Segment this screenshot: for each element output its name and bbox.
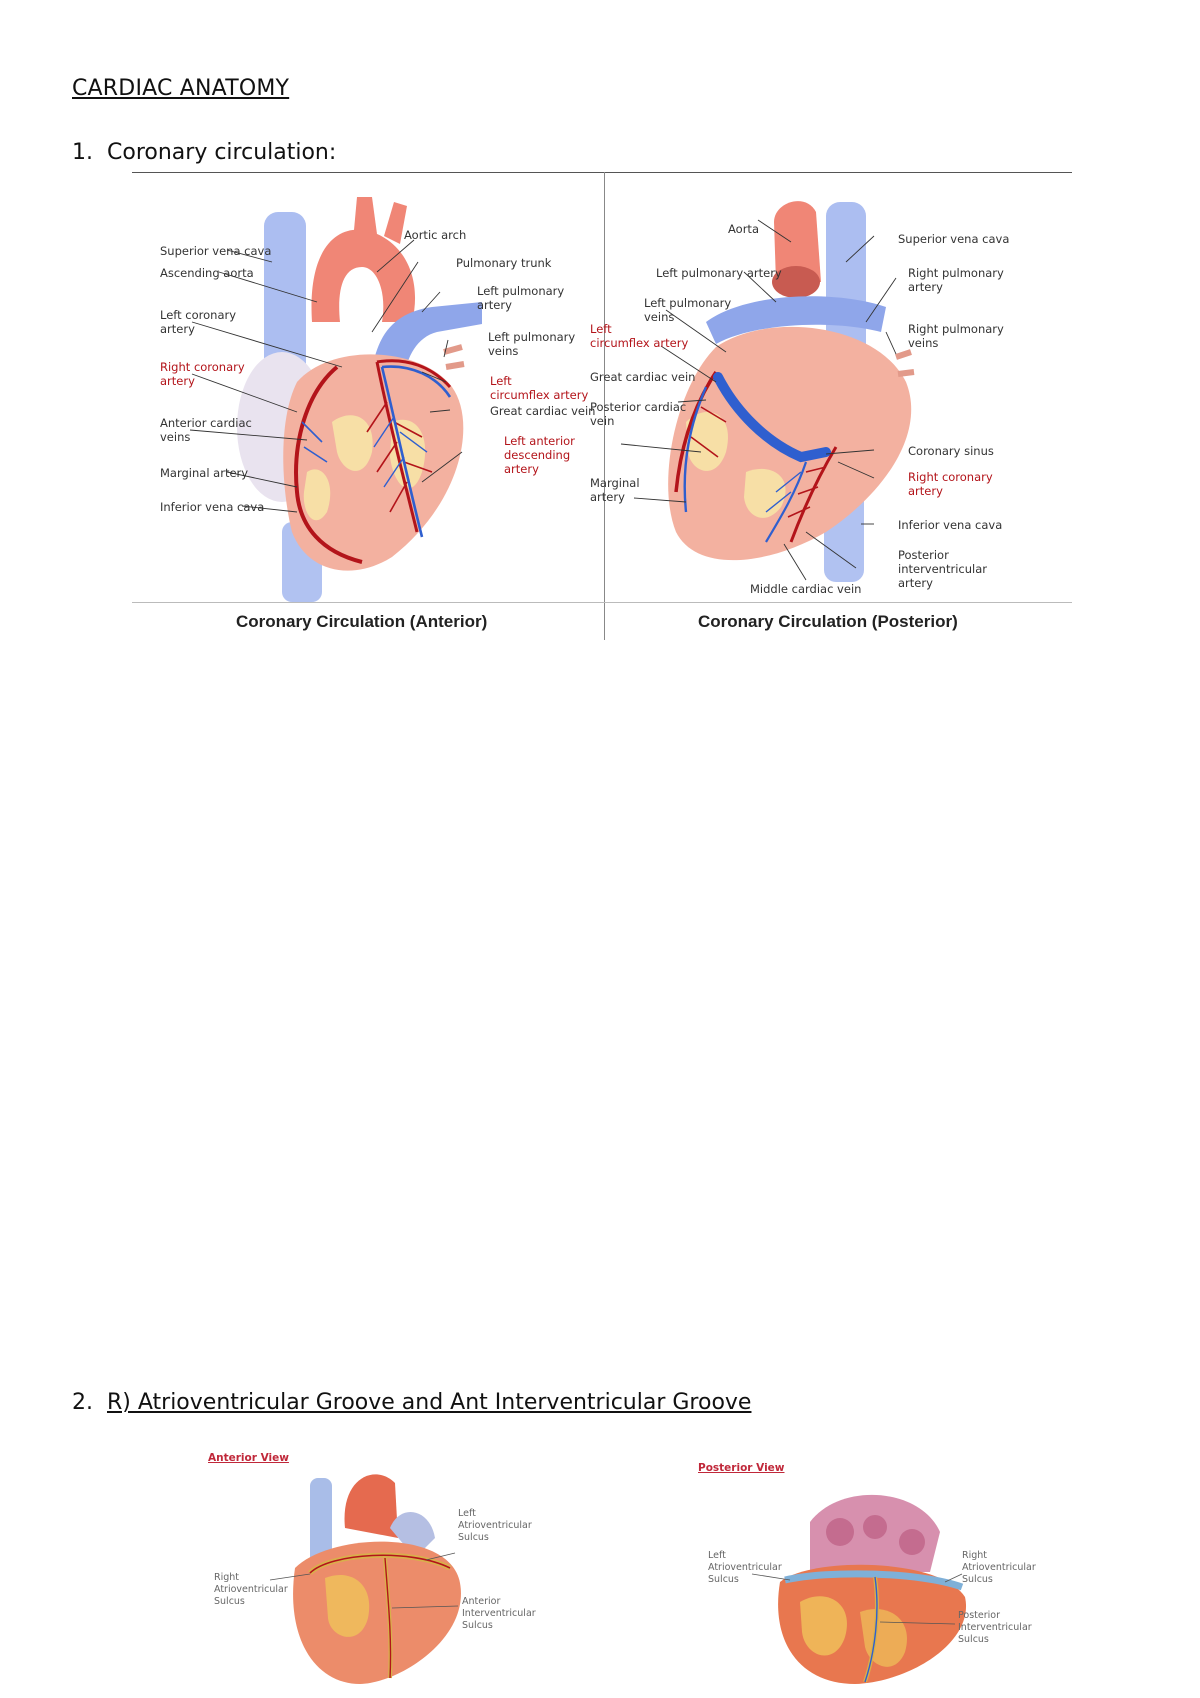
section-2-heading: 2. R) Atrioventricular Groove and Ant In… [72,1390,751,1415]
figure-1-divider [604,172,605,640]
document-title: CARDIAC ANATOMY [72,76,290,101]
label-left-circumflex-artery: Left circumflex artery [490,374,589,402]
label-left-av-sulcus-posterior: Left Atrioventricular Sulcus [708,1550,782,1585]
anterior-leader-lines [189,239,463,513]
label-left-coronary-artery: Left coronary artery [160,308,237,336]
label-great-cardiac-vein: Great cardiac vein [490,404,596,418]
label-inferior-vena-cava: Inferior vena cava [160,500,265,514]
label-left-pulmonary-artery: Left pulmonary artery [477,284,565,312]
label-left-av-sulcus-anterior: Left Atrioventricular Sulcus [458,1508,532,1543]
groove-posterior-title: Posterior View [698,1462,785,1474]
coronary-posterior-panel: Aorta Superior vena cava Left pulmonary … [590,172,1072,640]
section-2-number: 2. [72,1390,93,1415]
label-great-cardiac-vein-posterior: Great cardiac vein [590,370,696,384]
label-left-pulmonary-artery-posterior: Left pulmonary artery [656,266,782,280]
label-right-av-sulcus-posterior: Right Atrioventricular Sulcus [962,1550,1036,1585]
label-posterior-iv-sulcus: Posterior Interventricular Sulcus [958,1610,1032,1645]
groove-anterior-illustration [269,1474,461,1684]
label-pulmonary-trunk: Pulmonary trunk [456,256,552,270]
label-anterior-cardiac-veins: Anterior cardiac veins [160,416,252,444]
label-superior-vena-cava-posterior: Superior vena cava [898,232,1010,246]
label-right-pulmonary-veins: Right pulmonary veins [908,322,1004,350]
label-left-circumflex-artery-posterior: Left circumflex artery [590,322,689,350]
label-posterior-cardiac-vein: Posterior cardiac vein [590,400,687,428]
label-aortic-arch: Aortic arch [404,228,467,242]
label-anterior-iv-sulcus: Anterior Interventricular Sulcus [462,1596,536,1631]
label-left-pulmonary-veins-posterior: Left pulmonary veins [644,296,732,324]
groove-posterior-figure: Posterior View Left Atrioventricular Sul… [690,1462,1050,1688]
label-superior-vena-cava: Superior vena cava [160,244,272,258]
label-ascending-aorta: Ascending aorta [160,266,254,280]
groove-anterior-title: Anterior View [208,1452,289,1464]
label-middle-cardiac-vein: Middle cardiac vein [750,582,862,596]
label-left-anterior-descending: Left anterior descending artery [504,434,575,476]
caption-posterior: Coronary Circulation (Posterior) [698,612,958,631]
section-1-title: Coronary circulation: [107,140,337,165]
section-1-number: 1. [72,140,93,165]
label-aorta: Aorta [728,222,759,236]
posterior-leader-lines [620,219,897,581]
label-right-av-sulcus-anterior: Right Atrioventricular Sulcus [214,1572,288,1607]
caption-anterior: Coronary Circulation (Anterior) [236,612,488,631]
label-posterior-interventricular-artery: Posterior interventricular artery [898,548,987,590]
anterior-heart-illustration [237,197,482,602]
label-coronary-sinus: Coronary sinus [908,444,994,458]
label-left-pulmonary-veins: Left pulmonary veins [488,330,576,358]
section-2-title: R) Atrioventricular Groove and Ant Inter… [107,1390,752,1415]
label-marginal-artery-posterior: Marginal artery [590,476,640,504]
label-right-pulmonary-artery: Right pulmonary artery [908,266,1004,294]
coronary-anterior-panel: Aortic arch Superior vena cava Pulmonary… [132,172,604,640]
label-marginal-artery: Marginal artery [160,466,249,480]
figure-1-top-rule [132,172,1072,173]
section-1-heading: 1. Coronary circulation: [72,140,336,165]
groove-anterior-figure: Anterior View Left Atrioventricular Sulc… [200,1448,560,1688]
groove-posterior-illustration [751,1494,967,1684]
label-inferior-vena-cava-posterior: Inferior vena cava [898,518,1003,532]
figure-1-caption-rule [132,602,1072,603]
posterior-heart-illustration [668,201,915,582]
label-right-coronary-artery-posterior: Right coronary artery [908,470,993,498]
label-right-coronary-artery: Right coronary artery [160,360,245,388]
